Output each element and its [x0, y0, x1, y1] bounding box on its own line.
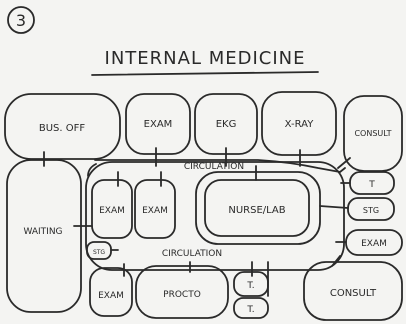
label-t-bottom-1: T.: [246, 281, 254, 291]
title-underline: [91, 71, 319, 76]
label-consult-top: CONSULT: [354, 129, 391, 138]
label-stg-small: STG: [93, 249, 105, 256]
label-t-right: T: [368, 180, 375, 190]
label-xray: X-RAY: [285, 119, 315, 130]
label-circulation-lower: CIRCULATION: [162, 249, 222, 259]
figure-number: 3: [16, 11, 26, 30]
label-circulation-upper: CIRCULATION: [184, 162, 244, 172]
label-exam-bottom: EXAM: [98, 291, 124, 301]
room-exam-top: [125, 93, 191, 155]
door-connectors: [43, 147, 351, 297]
room-exam-bottom: [89, 267, 133, 317]
label-exam-right: EXAM: [361, 239, 387, 249]
room-exam-mid-2: [134, 179, 176, 239]
room-nurse-lab-inner: [204, 179, 310, 237]
room-stg-right: [347, 197, 395, 221]
label-stg-right: STG: [363, 206, 379, 215]
room-xray: [261, 91, 337, 156]
label-t-bottom-2: T.: [246, 305, 254, 315]
room-bus-off: [4, 93, 121, 160]
room-exam-mid-1: [91, 179, 133, 239]
label-exam-top: EXAM: [144, 119, 173, 130]
label-consult-bottom: CONSULT: [330, 288, 377, 299]
label-ekg: EKG: [216, 119, 237, 130]
room-procto: [135, 265, 229, 319]
label-nurse-lab: NURSE/LAB: [228, 205, 285, 216]
room-consult-top: [343, 95, 403, 172]
label-procto: PROCTO: [163, 290, 201, 300]
page-title: INTERNAL MEDICINE: [105, 48, 306, 69]
figure-number-circle: [7, 6, 35, 34]
label-waiting: WAITING: [23, 227, 62, 237]
room-nurse-lab-outer: [195, 171, 321, 245]
circulation-loop-upper: [87, 159, 346, 177]
room-consult-bottom: [303, 261, 403, 321]
room-t-bottom-2: [233, 297, 269, 319]
label-bus-off: BUS. OFF: [39, 123, 86, 134]
label-exam-mid-1: EXAM: [99, 206, 125, 216]
label-exam-mid-2: EXAM: [142, 206, 168, 216]
circulation-ring: [85, 161, 345, 271]
